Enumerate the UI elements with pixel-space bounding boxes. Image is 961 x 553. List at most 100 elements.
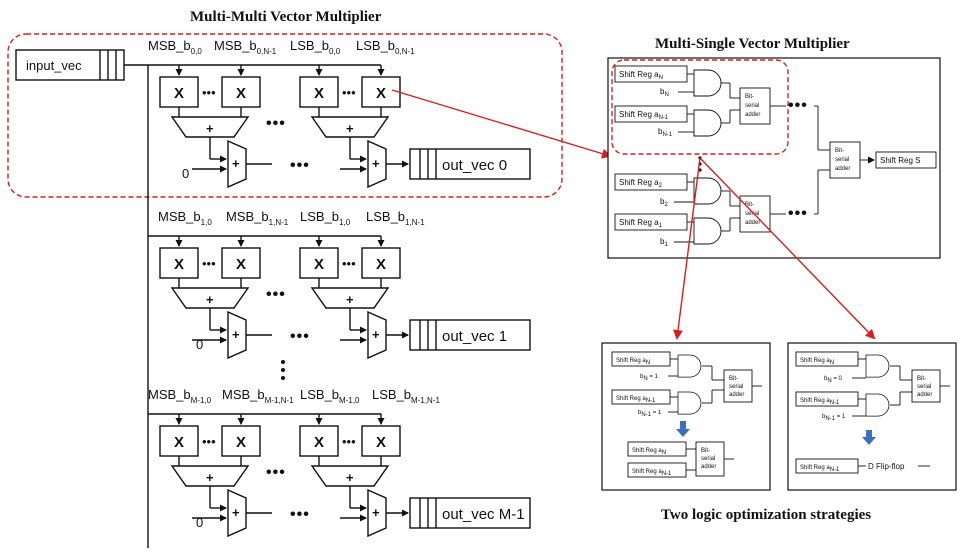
row1-mult-1: X <box>236 256 246 273</box>
opt-left-panel: Shift Reg aN bN = 1 Shift Reg aN-1 bN-1 … <box>601 342 771 491</box>
rowm-ellipsis-b: ••• <box>342 434 356 449</box>
row0-lsb1: LSB_b0,N-1 <box>356 38 415 56</box>
msvm-bsa-final-1: Bit- <box>835 148 844 154</box>
optr-bsa-3: adder <box>917 392 932 398</box>
optl-bsa2-1: Bit- <box>701 448 710 454</box>
row1-mult-2: X <box>314 256 324 273</box>
optl-sr2-aN: Shift Reg aN <box>632 448 666 456</box>
optl-bsa-2: serial <box>729 384 743 390</box>
msvm-bsa-top-1: Bit- <box>745 94 754 100</box>
msvm-dots-top: ••• <box>788 97 808 114</box>
row0-adder-1: + <box>346 121 354 136</box>
msvm-bsa-final-3: adder <box>835 166 850 172</box>
row1-msb1: MSB_b1,N-1 <box>226 209 289 227</box>
rowm-msb1: MSB_bM-1,N-1 <box>222 387 294 405</box>
row1-ellipsis-d: ••• <box>290 328 310 345</box>
rowm-mult-2: X <box>314 434 324 451</box>
row0-ellipsis-c: ••• <box>266 115 286 132</box>
msvm-bsa-final-2: serial <box>835 157 849 163</box>
msvm-bN1: bN-1 <box>658 127 673 138</box>
msvm-panel: Shift Reg aN bN Shift Reg aN-1 bN-1 Bit-… <box>607 57 941 259</box>
row0-mult-2: X <box>314 85 324 102</box>
optr-bsa-1: Bit- <box>917 376 926 382</box>
optl-bsa2-3: adder <box>701 464 716 470</box>
row0-acc-1: + <box>372 156 380 171</box>
row0-ellipsis-b: ••• <box>342 85 356 100</box>
optr-bsa-2: serial <box>917 384 931 390</box>
optl-sr2-aN1: Shift Reg aN-1 <box>632 469 672 477</box>
row0-adder-0: + <box>206 121 214 136</box>
rowm-out-label: out_vec M-1 <box>442 506 525 523</box>
row1-adder-0: + <box>206 292 214 307</box>
row-m-1: MSB_bM-1,0 MSB_bM-1,N-1 LSB_bM-1,0 LSB_b… <box>148 387 530 536</box>
optr-bN1: bN-1 = 1 <box>822 414 846 422</box>
rowm-ellipsis-c: ••• <box>266 464 286 481</box>
msvm-b1: b1 <box>660 237 668 248</box>
rowm-acc-0: + <box>232 505 240 520</box>
row1-lsb0: LSB_b1,0 <box>300 209 351 227</box>
rowm-mult-0: X <box>174 434 184 451</box>
optr-blue-arrow <box>862 430 876 445</box>
rowm-lsb1: LSB_bM-1,N-1 <box>372 387 440 405</box>
row0-mult-1: X <box>236 85 246 102</box>
red-arrow-opt-left <box>673 157 701 340</box>
optl-bsa-3: adder <box>729 392 744 398</box>
input-vec-label: input_vec <box>26 58 82 73</box>
rowm-zero: 0 <box>196 515 203 530</box>
optl-blue-arrow <box>676 421 690 437</box>
msvm-sr-aN1: Shift Reg aN-1 <box>619 110 669 121</box>
row0-msb1: MSB_b0,N-1 <box>214 38 277 56</box>
msvm-bsa-bot-2: serial <box>745 211 759 217</box>
opt-right-panel: Shift Reg aN bN = 0 Shift Reg aN-1 bN-1 … <box>787 342 957 491</box>
rowm-msb0: MSB_bM-1,0 <box>148 387 212 405</box>
optl-bN: bN = 1 <box>640 374 659 382</box>
row0-mult-0: X <box>174 85 184 102</box>
row0-zero: 0 <box>182 166 189 181</box>
row1-ellipsis-b: ••• <box>342 256 356 271</box>
msvm-highlight <box>611 59 789 155</box>
rowm-ellipsis-d: ••• <box>290 506 310 523</box>
msvm-sr-a1: Shift Reg a1 <box>619 218 663 229</box>
row0-out-label: out_vec 0 <box>442 157 507 174</box>
rowm-mult-1: X <box>236 434 246 451</box>
rowm-adder-1: + <box>346 470 354 485</box>
row1-zero: 0 <box>196 337 203 352</box>
row0-msb0: MSB_b0,0 <box>148 38 202 56</box>
red-arrow-opt-right <box>699 157 876 340</box>
rowm-mult-3: X <box>376 434 386 451</box>
row1-out-label: out_vec 1 <box>442 328 507 345</box>
row1-ellipsis-c: ••• <box>266 286 286 303</box>
optl-bsa2-2: serial <box>701 456 715 462</box>
msvm-b2: b2 <box>660 197 668 208</box>
row0-mult-3: X <box>376 85 386 102</box>
row1-msb0: MSB_b1,0 <box>158 209 212 227</box>
title-multi-single: Multi-Single Vector Multiplier <box>655 36 850 52</box>
row-vdots <box>281 360 285 380</box>
msvm-shift-reg-s: Shift Reg S <box>880 156 920 165</box>
optl-bsa-1: Bit- <box>729 376 738 382</box>
msvm-dots-bot: ••• <box>788 205 808 222</box>
row0-ellipsis-d: ••• <box>290 157 310 174</box>
rowm-adder-0: + <box>206 470 214 485</box>
row0-lsb0: LSB_b0,0 <box>290 38 341 56</box>
row1-mult-0: X <box>174 256 184 273</box>
msvm-bN: bN <box>660 87 669 98</box>
msvm-bsa-bot-3: adder <box>745 220 760 226</box>
optl-sr-aN1: Shift Reg aN-1 <box>616 396 656 404</box>
row1-mult-3: X <box>376 256 386 273</box>
title-multi-multi: Multi-Multi Vector Multiplier <box>190 9 382 25</box>
row1-acc-0: + <box>232 327 240 342</box>
rowm-ellipsis-a: ••• <box>202 434 216 449</box>
optr-sr-aN1: Shift Reg aN-1 <box>800 398 840 406</box>
row-0: MSB_b0,0 MSB_b0,N-1 LSB_b0,0 LSB_b0,N-1 … <box>148 38 530 187</box>
row0-ellipsis-a: ••• <box>202 85 216 100</box>
optl-sr-aN: Shift Reg aN <box>616 358 650 366</box>
msvm-bsa-top-3: adder <box>745 112 760 118</box>
rowm-lsb0: LSB_bM-1,0 <box>300 387 360 405</box>
msvm-bsa-top-2: serial <box>745 103 759 109</box>
optr-sr-aN: Shift Reg aN <box>800 358 834 366</box>
rowm-acc-1: + <box>372 505 380 520</box>
optr-bN: bN = 0 <box>824 376 843 384</box>
row1-lsb1: LSB_b1,N-1 <box>366 209 425 227</box>
